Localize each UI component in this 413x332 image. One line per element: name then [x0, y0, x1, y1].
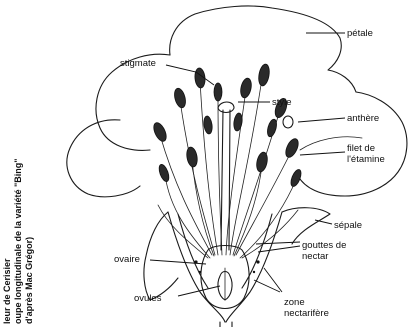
caption-block: leur de Cerisier oupe longitudinale de l… [2, 158, 34, 324]
label-ovules: ovules [134, 293, 162, 304]
label-ovaire: ovaire [114, 254, 140, 265]
anther-highlight [283, 116, 293, 128]
label-sepale: sépale [334, 220, 362, 231]
label-gouttes: gouttes de [302, 240, 346, 251]
sepal-left [144, 212, 168, 300]
label-zone: zone [284, 297, 305, 308]
leader-anthere [298, 118, 345, 122]
leader-gouttes [256, 242, 300, 252]
caption-line-3: d'après Mac Grégor) [24, 237, 34, 324]
leader-stigmate [166, 65, 214, 85]
label-style: style [272, 97, 292, 108]
label-anthere: anthère [347, 113, 379, 124]
label-filet-2: l'étamine [347, 154, 385, 165]
label-nectarifere: nectarifère [284, 308, 329, 319]
sepal-right [282, 208, 330, 244]
petal-left-low [67, 120, 140, 197]
leader-filet [300, 152, 345, 155]
label-nectar: nectar [302, 251, 328, 262]
label-stigmate: stigmate [120, 58, 156, 69]
leader-ovaire [150, 260, 206, 264]
leader-ovules [178, 286, 220, 296]
leader-zone [254, 268, 282, 292]
anthers [151, 63, 303, 188]
caption-line-1: leur de Cerisier [2, 258, 12, 324]
label-petale: pétale [347, 28, 373, 39]
caption-line-2: oupe longitudinale de la variété "Bing" [13, 158, 23, 324]
label-filet: filet de [347, 143, 375, 154]
